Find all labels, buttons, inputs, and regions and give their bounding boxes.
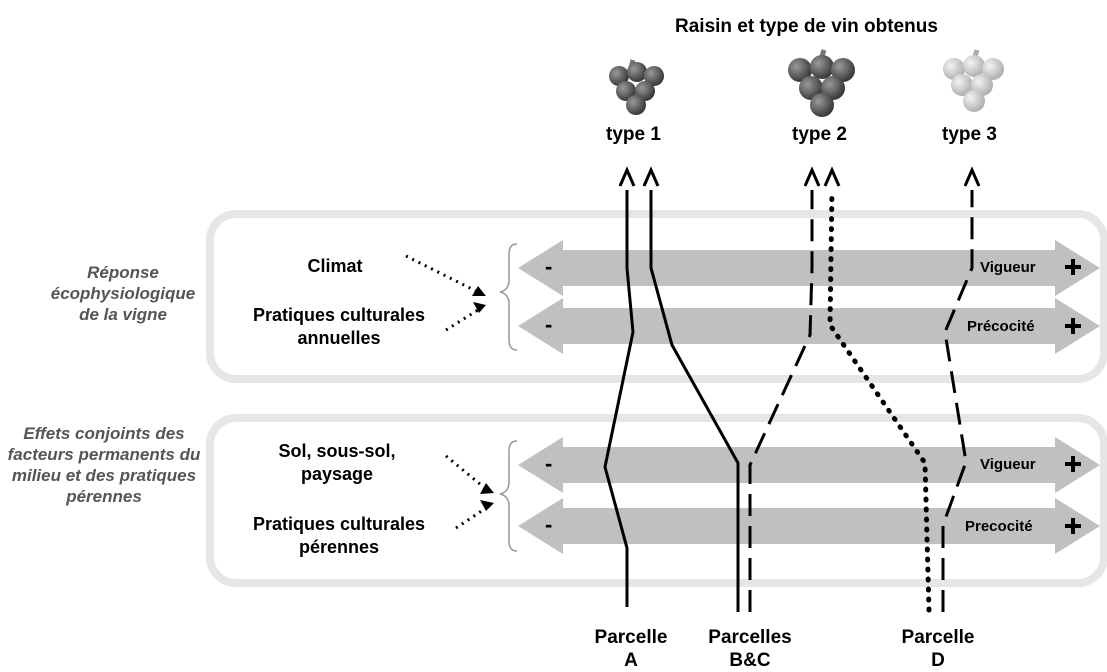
type-2-label: type 2 [792, 124, 847, 145]
panel-ecophysiology [206, 210, 1107, 383]
parcel-label-bc: Parcelles B&C [695, 626, 805, 672]
grape-cluster-icon-type-1 [609, 59, 664, 115]
axis-label-precocite-top: Précocité [967, 318, 1035, 335]
axis-label-vigueur-top: Vigueur [980, 259, 1036, 276]
factor-climat: Climat [307, 256, 363, 276]
parcel-label-a: Parcelle A [576, 626, 686, 672]
trajectory-dotted-bc [827, 187, 932, 613]
chevron-up-icon [618, 166, 981, 187]
grape-cluster-icon-type-2 [788, 49, 855, 117]
factor-pratiques-annuelles: Pratiques culturales annuelles [252, 305, 426, 348]
grape-cluster-icon-type-3 [943, 49, 1004, 112]
brace-bottom [499, 440, 518, 552]
trajectory-parcelle-a [603, 190, 740, 612]
factor-pratiques-perennes: Pratiques culturales pérennes [252, 514, 426, 557]
axis-minus-precocite-bottom: - [545, 512, 553, 537]
axis-arrow-vigueur-top [518, 240, 1100, 296]
parcel-label-d: Parcelle D [883, 626, 993, 672]
parcel-bc-line1: Parcelles [708, 627, 792, 648]
parcel-d-line1: Parcelle [901, 627, 975, 648]
axis-arrow-precocite-bottom [518, 498, 1100, 554]
parcel-a-line2: A [624, 650, 638, 671]
factor-arrows [405, 254, 487, 530]
plus-icon [1065, 259, 1081, 534]
factor-sol-paysage: Sol, sous-sol, paysage [278, 441, 396, 484]
axis-label-vigueur-bottom: Vigueur [980, 456, 1036, 473]
axis-arrow-vigueur-bottom [518, 437, 1100, 493]
parcel-a-line1: Parcelle [594, 627, 668, 648]
axis-minus-vigueur-bottom: - [545, 451, 553, 476]
axis-minus-precocite-top: - [545, 312, 553, 337]
parcel-bc-line2: B&C [729, 650, 771, 671]
brace-top [499, 243, 518, 351]
trajectory-parcelle-d [941, 190, 974, 612]
group-label-permanent-factors: Effets conjoints des facteurs permanents… [7, 424, 201, 506]
group-label-ecophysiology: Réponse écophysiologique de la vigne [50, 263, 196, 324]
diagram-title: Raisin et type de vin obtenus [675, 16, 938, 37]
axis-label-precocite-bottom: Precocité [965, 518, 1033, 535]
type-3-label: type 3 [942, 124, 997, 145]
trajectory-parcelles-bc [748, 190, 814, 612]
type-1-label: type 1 [606, 124, 661, 145]
parcel-d-line2: D [931, 650, 945, 671]
axis-minus-vigueur-top: - [545, 254, 553, 279]
